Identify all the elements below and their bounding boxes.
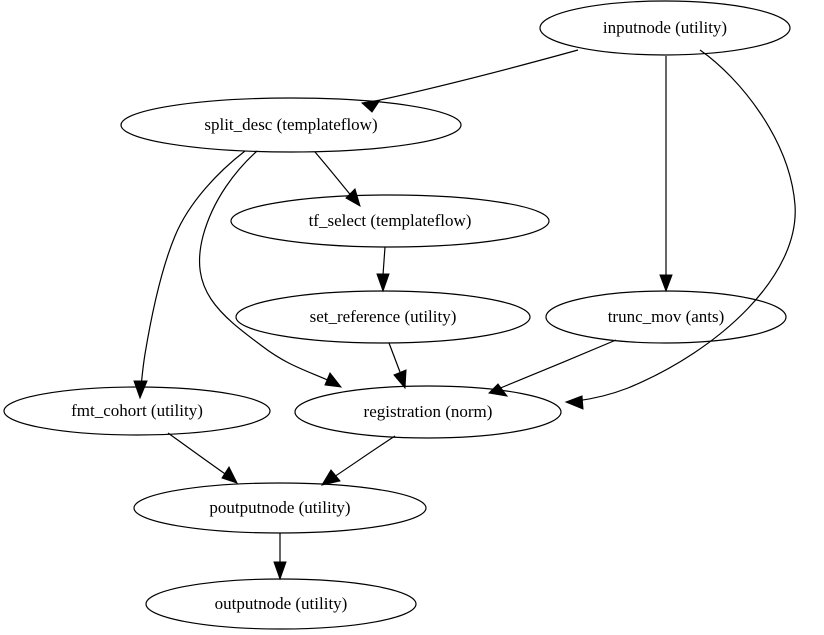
node-label-inputnode: inputnode (utility) [603, 18, 727, 37]
graph-node-inputnode[interactable]: inputnode (utility) [539, 0, 791, 56]
arrowhead-icon [659, 274, 673, 293]
arrowhead-icon [320, 469, 341, 486]
node-label-split_desc: split_desc (templateflow) [204, 115, 377, 134]
arrowhead-icon [324, 372, 343, 388]
arrowhead-icon [376, 273, 390, 293]
node-label-registration: registration (norm) [364, 402, 493, 421]
node-ellipse-inputnode[interactable] [539, 0, 791, 56]
graph-node-tf_select[interactable]: tf_select (templateflow) [230, 194, 550, 248]
edge-split_desc-to-fmt_cohort [133, 150, 246, 400]
node-label-outputnode: outputnode (utility) [215, 594, 348, 613]
node-label-tf_select: tf_select (templateflow) [309, 211, 472, 230]
edge-line [198, 150, 333, 383]
arrowhead-icon [273, 561, 287, 581]
arrowhead-icon [393, 369, 407, 390]
graph-node-registration[interactable]: registration (norm) [294, 385, 562, 439]
edge-inputnode-to-split_desc [360, 49, 579, 113]
edge-line [382, 246, 386, 276]
node-ellipse-split_desc[interactable] [120, 97, 462, 153]
arrowhead-icon [564, 395, 584, 410]
node-ellipse-tf_select[interactable] [230, 194, 550, 248]
edge-line [497, 339, 617, 390]
node-ellipse-set_reference[interactable] [235, 290, 531, 344]
graph-node-split_desc[interactable]: split_desc (templateflow) [120, 97, 462, 153]
edge-trunc_mov-to-registration [487, 339, 617, 397]
node-label-poutputnode: poutputnode (utility) [209, 498, 350, 517]
nodes-layer: inputnode (utility) split_desc (templatef… [3, 0, 791, 630]
graph-node-outputnode[interactable]: outputnode (utility) [145, 578, 417, 630]
node-ellipse-poutputnode[interactable] [133, 482, 427, 534]
node-ellipse-fmt_cohort[interactable] [3, 386, 271, 436]
edge-inputnode-to-registration [564, 49, 796, 410]
edge-poutputnode-to-outputnode [273, 533, 287, 581]
edge-line [167, 432, 229, 477]
edge-line [379, 49, 579, 101]
node-ellipse-trunc_mov[interactable] [545, 290, 787, 344]
edges-layer [133, 49, 796, 581]
edge-line [140, 150, 246, 388]
node-label-fmt_cohort: fmt_cohort (utility) [71, 401, 203, 420]
arrowhead-icon [345, 188, 361, 208]
node-label-trunc_mov: trunc_mov (ants) [608, 307, 725, 326]
graph-node-poutputnode[interactable]: poutputnode (utility) [133, 482, 427, 534]
edge-line [314, 151, 354, 199]
node-label-set_reference: set_reference (utility) [310, 307, 457, 326]
edge-line [388, 342, 401, 373]
node-ellipse-registration[interactable] [294, 385, 562, 439]
edge-split_desc-to-registration [198, 150, 343, 388]
edge-split_desc-to-tf_select [314, 151, 361, 208]
graph-node-fmt_cohort[interactable]: fmt_cohort (utility) [3, 386, 271, 436]
edge-fmt_cohort-to-poutputnode [167, 432, 238, 484]
edge-set_reference-to-registration [388, 342, 407, 390]
arrowhead-icon [133, 380, 148, 400]
graph-node-trunc_mov[interactable]: trunc_mov (ants) [545, 290, 787, 344]
edge-line [330, 435, 396, 480]
node-ellipse-outputnode[interactable] [145, 578, 417, 630]
edge-tf_select-to-set_reference [376, 246, 390, 293]
edge-inputnode-to-trunc_mov [659, 56, 673, 293]
edge-line [575, 49, 796, 402]
edge-registration-to-poutputnode [320, 435, 396, 486]
graph-node-set_reference[interactable]: set_reference (utility) [235, 290, 531, 344]
arrowhead-icon [221, 465, 238, 484]
